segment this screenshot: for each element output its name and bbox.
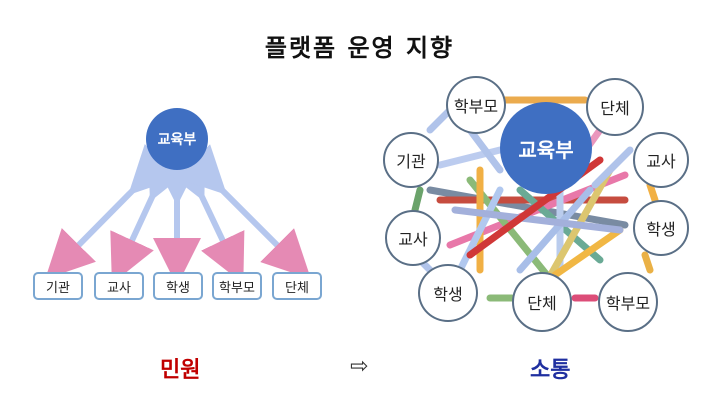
left-box-4: 학부모 xyxy=(212,272,262,300)
left-box-3: 학생 xyxy=(153,272,203,300)
node-label: 학생 xyxy=(433,285,463,304)
page-title: 플랫폼 운영 지향 xyxy=(264,34,455,62)
left-box-1: 기관 xyxy=(33,272,83,300)
left-box-label: 기관 xyxy=(46,280,70,296)
right-hub-node: 교육부 xyxy=(500,102,592,194)
left-box-2: 교사 xyxy=(94,272,144,300)
right-node-bottom-left: 학생 xyxy=(418,264,478,322)
left-box-label: 교사 xyxy=(107,280,131,296)
node-label: 단체 xyxy=(600,99,630,118)
left-box-label: 학부모 xyxy=(219,280,255,296)
node-label: 단체 xyxy=(527,294,557,313)
transition-arrow-icon: ⇨ xyxy=(350,354,369,379)
left-hub-node: 교육부 xyxy=(146,108,208,170)
left-hub-label: 교육부 xyxy=(157,132,197,148)
right-node-bottom-right: 학부모 xyxy=(598,272,658,332)
right-node-top-right: 단체 xyxy=(586,78,644,136)
node-label: 기관 xyxy=(396,152,426,171)
right-caption: 소통 xyxy=(530,358,571,383)
node-label: 학생 xyxy=(646,220,676,239)
right-node-top-left: 학부모 xyxy=(446,76,506,134)
node-label: 교사 xyxy=(646,152,676,171)
right-node-left: 기관 xyxy=(383,132,439,188)
left-box-label: 학생 xyxy=(166,280,190,296)
left-box-label: 단체 xyxy=(285,280,309,296)
right-node-right-mid: 학생 xyxy=(633,200,689,256)
right-node-bottom-center: 단체 xyxy=(512,272,572,332)
node-label: 학부모 xyxy=(453,97,499,116)
left-arrow-5 xyxy=(176,144,311,279)
left-box-5: 단체 xyxy=(272,272,322,300)
right-node-left-lower: 교사 xyxy=(385,210,441,266)
node-label: 교사 xyxy=(398,230,428,249)
right-hub-label: 교육부 xyxy=(518,137,574,162)
left-arrow-1 xyxy=(45,144,179,280)
right-node-right-upper: 교사 xyxy=(633,132,689,188)
node-label: 학부모 xyxy=(605,294,651,313)
left-caption: 민원 xyxy=(160,358,201,383)
